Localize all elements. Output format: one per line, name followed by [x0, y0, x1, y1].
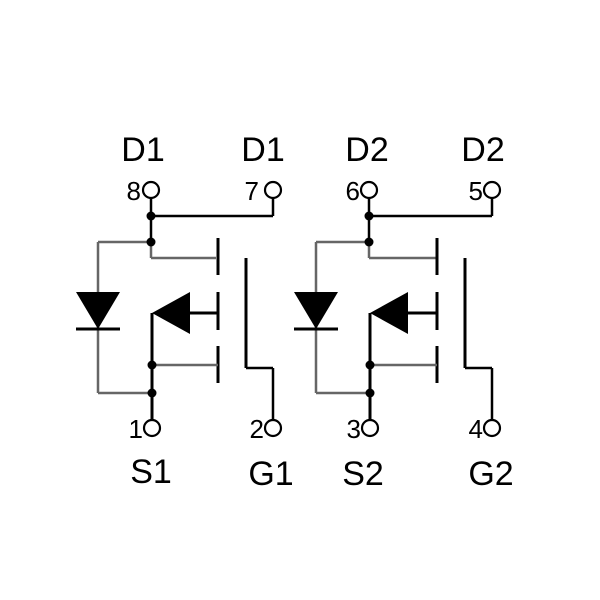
pin8-number: 8: [127, 176, 141, 206]
pin7-name: D1: [241, 131, 284, 169]
body-arrow-1-icon: [152, 292, 190, 334]
body-arrow-2-icon: [370, 292, 408, 334]
body-diode-2-icon: [294, 292, 338, 329]
pin5-number: 5: [469, 176, 483, 206]
pin1-number: 1: [129, 414, 143, 444]
pin7-terminal: [263, 180, 283, 200]
pin1-name: S1: [130, 453, 172, 491]
pin4-number: 4: [469, 414, 483, 444]
pin2-number: 2: [250, 414, 264, 444]
pin4-terminal: [482, 418, 502, 438]
pin3-number: 3: [347, 414, 361, 444]
pin6-number: 6: [346, 176, 360, 206]
pin2-name: G1: [248, 455, 293, 493]
mosfet-2: [294, 198, 494, 420]
pin8-terminal: [141, 180, 161, 200]
pin4-name: G2: [468, 455, 513, 493]
pin6-name: D2: [345, 131, 388, 169]
pin5-terminal: [482, 180, 502, 200]
pin7-number: 7: [245, 176, 259, 206]
pin3-terminal: [360, 418, 380, 438]
pin1-terminal: [142, 418, 162, 438]
pin2-terminal: [263, 418, 283, 438]
body-diode-1-icon: [76, 292, 120, 329]
mosfet-1: [76, 198, 275, 420]
pin6-terminal: [359, 180, 379, 200]
pin8-name: D1: [121, 131, 164, 169]
pin5-name: D2: [461, 131, 504, 169]
pin3-name: S2: [342, 455, 384, 493]
